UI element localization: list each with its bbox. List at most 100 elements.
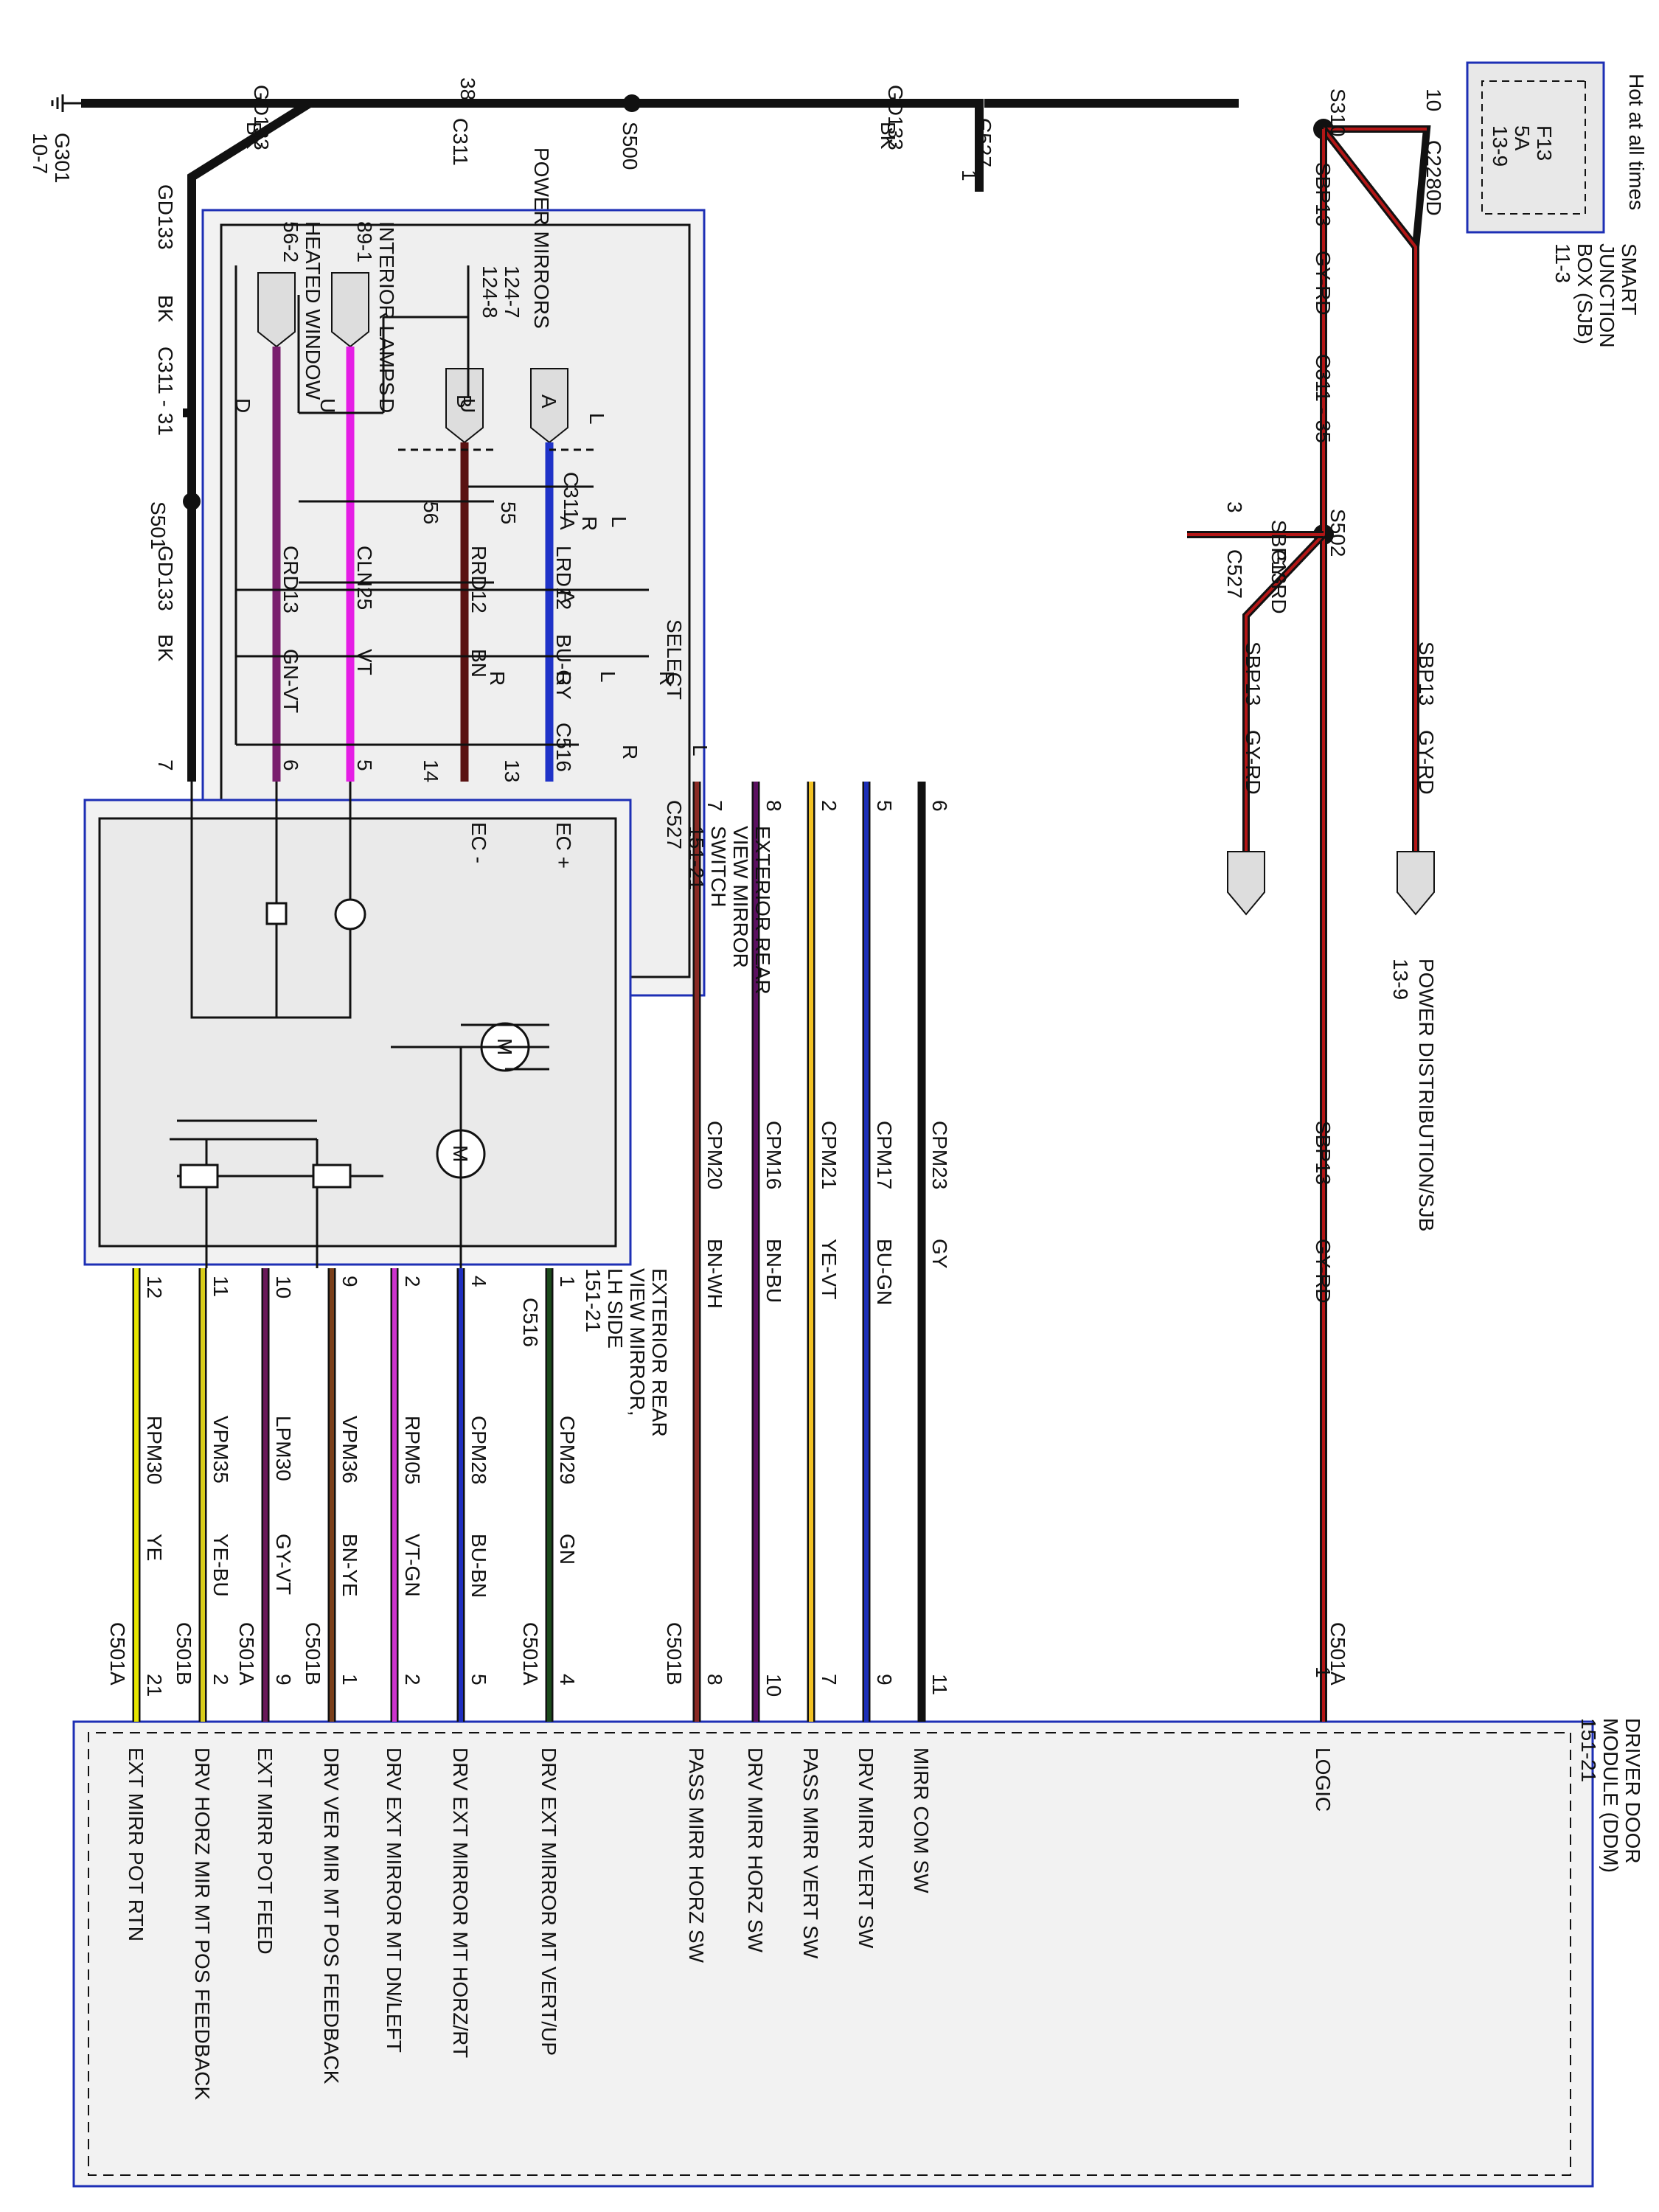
heated-window-title: HEATED WINDOW: [302, 221, 324, 400]
s502-label: S502: [1326, 509, 1349, 557]
ground-id: G301: [51, 133, 74, 184]
switch-wire-color: GY: [928, 1239, 951, 1269]
motor-2-label: M: [449, 1145, 472, 1163]
sjb-box: [1466, 61, 1605, 234]
sjb-line4: 11-3: [1551, 243, 1574, 283]
c527-top-wire: [975, 99, 984, 192]
switch-wire-ddm-label: PASS MIRR VERT SW: [799, 1747, 822, 1959]
sbp13-top-connector: C311 - 35: [1312, 354, 1335, 443]
heated-window-ref: 56-2: [279, 221, 302, 263]
mirror-wire-top-pin: 9: [338, 1276, 361, 1287]
switch-wire-ddm-label: DRV MIRR VERT SW: [855, 1747, 877, 1949]
sjb-fuse: F13: [1533, 125, 1556, 161]
lamp-symbol: [334, 898, 366, 931]
switch-contact-letter: L: [597, 671, 619, 683]
pd-connector-b: [1227, 851, 1265, 916]
sbp13-long-color: GY-RD: [1312, 1239, 1335, 1304]
mirror-wire-bot-pin: 2: [401, 1674, 424, 1686]
sbp13-top-circuit: SBP13: [1312, 162, 1335, 227]
switch-wire-ddm-label: DRV MIRR HORZ SW: [744, 1747, 767, 1952]
switch-contact-letter: A: [556, 516, 579, 530]
sbp13-s502-wire-inner: [1245, 533, 1325, 855]
sjb-ref: 13-9: [1489, 125, 1512, 167]
heater-symbol: [265, 902, 288, 925]
gd133-down-connector: C311 - 31: [154, 347, 177, 436]
switch-wire-bot-pin: 8: [703, 1674, 726, 1686]
mirror-wire-color: BN-YE: [338, 1534, 361, 1597]
switch-wire-bot-pin: 9: [873, 1674, 896, 1686]
switch-contact-letter: R: [655, 671, 678, 686]
switch-wire-color: BU-GN: [873, 1239, 896, 1306]
switch-contact-letter: R: [619, 745, 641, 760]
switch-wire-circuit: CPM21: [818, 1121, 841, 1190]
motor-1-label: M: [493, 1038, 516, 1056]
mirror-wire-ddm-label: EXT MIRR POT FEED: [254, 1747, 276, 1955]
mirror-wire-ddm-label: DRV EXT MIRROR MT HORZ/RT: [449, 1747, 472, 2059]
ddm-box-outline: [72, 1720, 1594, 2188]
s310-label: S310: [1326, 88, 1349, 137]
c527-top-pin: 1: [958, 170, 981, 181]
switch-title3: SWITCH: [707, 826, 730, 908]
switch-wire-bot-pin: 11: [928, 1674, 951, 1696]
mirror-wire-bot-pin: 1: [338, 1674, 361, 1686]
switch-wire-color: BN-WH: [703, 1239, 726, 1309]
switch-contact-letter: R: [486, 671, 509, 686]
mirror-ref: 151-21: [582, 1268, 605, 1333]
mirror-wire-circuit: CPM28: [467, 1416, 490, 1485]
gd133-lower-circuit: GD133: [154, 546, 177, 611]
ddm-ref: 151-21: [1577, 1718, 1600, 1783]
switch-contact-letter: L: [608, 516, 630, 528]
ddm-box-inner: [88, 1732, 1571, 2176]
mirror-wire-color: VT-GN: [401, 1534, 424, 1597]
mirror-wire-circuit: RPM05: [401, 1416, 424, 1485]
c311-38-connector: C311: [449, 118, 472, 166]
pd-ref: 13-9: [1389, 959, 1412, 1001]
mirror-wire-top-pin: 1: [556, 1276, 579, 1287]
crd13-pin: 6: [279, 759, 302, 771]
c527-top-connector: C527: [973, 118, 995, 167]
pd-title: POWER DISTRIBUTION/SJB: [1415, 959, 1438, 1232]
power-mirrors-title: POWER MIRRORS: [530, 147, 553, 329]
hot-label: Hot at all times: [1625, 74, 1648, 211]
mirror-wire-color: GN: [556, 1534, 579, 1565]
sjb-connector: C2280D: [1422, 140, 1445, 216]
sjb-pin: 10: [1422, 88, 1445, 112]
heated-window-connector: [257, 272, 296, 348]
mirror-wire-bot-pin: 4: [556, 1674, 579, 1686]
sbp13-b-color: GY-RD: [1242, 730, 1265, 795]
mirror-heater-path: [190, 782, 278, 1019]
s500-label: S500: [619, 122, 641, 170]
mirror-wire-color: YE: [143, 1534, 166, 1562]
mirror-wire-top-pin: 2: [401, 1276, 424, 1287]
ground-ref: 10-7: [29, 133, 52, 175]
sjb-line3: BOX (SJB): [1573, 243, 1596, 344]
mirror-wire-color: BU-BN: [467, 1534, 490, 1599]
sbp13-top-color: GY-RD: [1312, 251, 1335, 316]
mirror-wire-bot-conn: C501A: [519, 1622, 542, 1686]
switch-wire-circuit: CPM16: [762, 1121, 785, 1190]
sbp13-c527-color: GY-RD: [1267, 549, 1290, 614]
switch-wire-color: BN-BU: [762, 1239, 785, 1304]
cln25-circuit: CLN25: [353, 546, 376, 611]
sjb-amps: 5A: [1511, 125, 1534, 151]
ddm-logic: LOGIC: [1312, 1747, 1335, 1812]
switch-contact-letter: R: [578, 516, 601, 532]
lrd12-pin: 13: [501, 759, 524, 783]
lrd12-connector: C516: [552, 723, 575, 772]
gd133-lower-color: BK: [154, 634, 177, 662]
power-mirrors-ref1: 124-7: [501, 265, 524, 319]
sbp13-long-circuit: SBP13: [1312, 1121, 1335, 1186]
crd13-circuit: CRD13: [279, 546, 302, 613]
mirror-wire-circuit: VPM35: [209, 1416, 232, 1484]
switch-wire-top-pin: 5: [873, 800, 896, 812]
mirror-wire-color: GY-VT: [272, 1534, 295, 1595]
switch-contact-letter: U: [456, 398, 479, 414]
mirror-wire-circuit: VPM36: [338, 1416, 361, 1484]
mirror-wire-bot-conn: C501A: [106, 1622, 129, 1686]
gd133-down-color: BK: [154, 295, 177, 323]
gd133-lower-pin: 7: [154, 759, 177, 771]
tag-b-connector: [445, 368, 484, 444]
switch-wire-circuit: CPM17: [873, 1121, 896, 1190]
sjb-fuse-box: [1481, 80, 1586, 215]
